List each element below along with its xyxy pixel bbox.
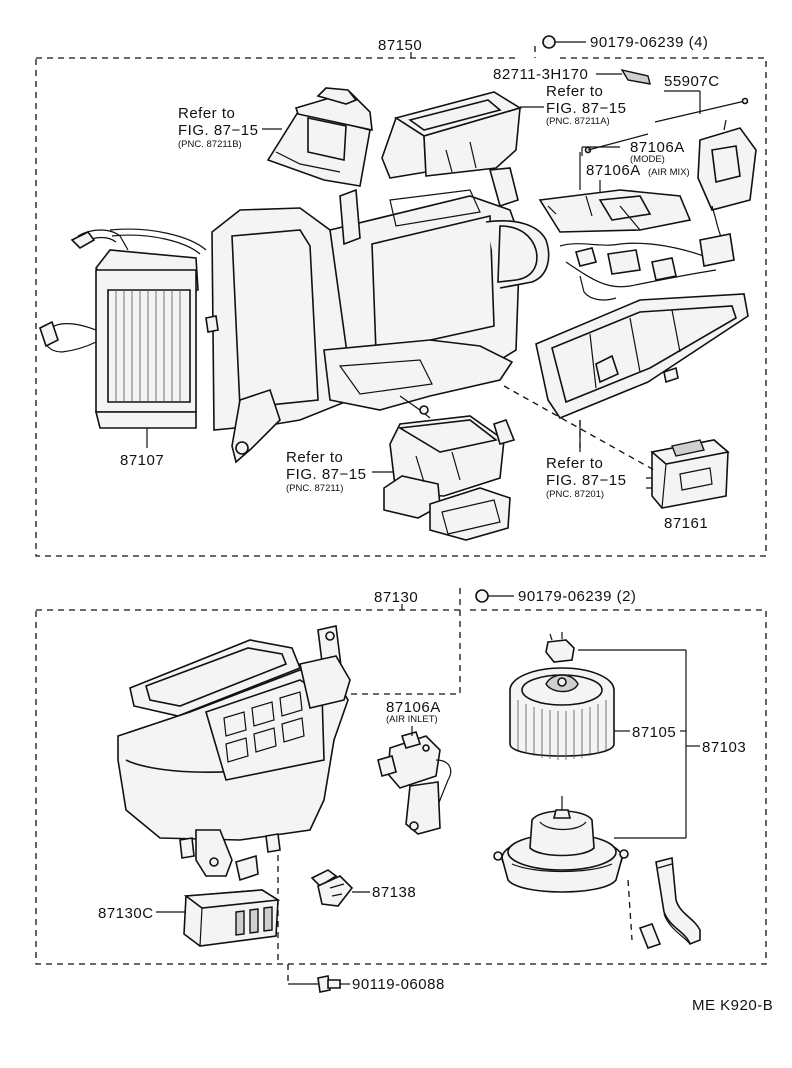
clip-mid bbox=[475, 589, 514, 603]
upper-frame bbox=[35, 46, 767, 557]
label-rod: 55907C bbox=[664, 73, 720, 90]
blower-fan bbox=[509, 667, 615, 760]
blower-motor bbox=[493, 796, 633, 941]
svg-text:(PNC. 87211): (PNC. 87211) bbox=[286, 483, 343, 494]
duct-87211 bbox=[383, 415, 516, 541]
svg-text:Refer to: Refer to bbox=[546, 455, 603, 472]
servo-cluster bbox=[538, 119, 757, 301]
label-servo-mode-sub: (MODE) bbox=[630, 154, 665, 165]
label-87130c: 87130C bbox=[98, 905, 154, 922]
label-bolt: 90119-06088 bbox=[352, 976, 445, 993]
label-clip-top: 90179-06239 (4) bbox=[590, 34, 708, 51]
bolt bbox=[288, 975, 350, 993]
label-servo-inlet: 87106A bbox=[386, 699, 441, 716]
svg-text:FIG. 87−15: FIG. 87−15 bbox=[178, 122, 258, 139]
svg-text:FIG. 87−15: FIG. 87−15 bbox=[546, 472, 626, 489]
label-heater-core: 87107 bbox=[120, 452, 164, 469]
duct-87201 bbox=[535, 293, 749, 450]
label-87130: 87130 bbox=[374, 589, 418, 606]
clip-top bbox=[542, 35, 586, 49]
svg-text:(PNC. 87211A): (PNC. 87211A) bbox=[546, 116, 610, 127]
svg-text:(PNC. 87211B): (PNC. 87211B) bbox=[178, 139, 242, 150]
diagram-code: ME K920-B bbox=[692, 997, 773, 1014]
ref-87211b: Refer to FIG. 87−15 (PNC. 87211B) bbox=[178, 105, 258, 150]
label-clamp: 82711-3H170 bbox=[493, 66, 588, 83]
svg-text:(PNC. 87201): (PNC. 87201) bbox=[546, 489, 604, 500]
label-servo-inlet-sub: (AIR INLET) bbox=[386, 714, 438, 725]
heater-core bbox=[39, 228, 207, 448]
cooling-hose bbox=[638, 856, 701, 949]
label-clip-mid: 90179-06239 (2) bbox=[518, 588, 636, 605]
svg-text:Refer to: Refer to bbox=[546, 83, 603, 100]
motor-bracket bbox=[545, 632, 700, 839]
label-87138: 87138 bbox=[372, 884, 416, 901]
duct-87211a bbox=[381, 91, 522, 179]
amplifier bbox=[503, 385, 730, 509]
label-servo-mode: 87106A bbox=[630, 139, 685, 156]
duct-87211b bbox=[266, 87, 373, 187]
servo-air-inlet bbox=[377, 726, 452, 835]
rod-part bbox=[654, 100, 746, 123]
svg-text:Refer to: Refer to bbox=[178, 105, 235, 122]
label-87103: 87103 bbox=[702, 739, 746, 756]
svg-text:FIG. 87−15: FIG. 87−15 bbox=[286, 466, 366, 483]
ref-87201: Refer to FIG. 87−15 (PNC. 87201) bbox=[546, 455, 626, 500]
blower-case bbox=[117, 625, 351, 964]
label-87105: 87105 bbox=[632, 724, 676, 741]
label-servo-airmix-sub: (AIR MIX) bbox=[648, 167, 690, 178]
ref-87211a: Refer to FIG. 87−15 (PNC. 87211A) bbox=[546, 83, 626, 127]
svg-text:Refer to: Refer to bbox=[286, 449, 343, 466]
lower-frame bbox=[35, 588, 767, 984]
ref-87211: Refer to FIG. 87−15 (PNC. 87211) bbox=[286, 449, 366, 494]
heater-case bbox=[205, 167, 550, 464]
blower-case-part bbox=[183, 889, 281, 947]
resistor bbox=[310, 869, 370, 907]
label-87150: 87150 bbox=[378, 37, 422, 54]
svg-text:FIG. 87−15: FIG. 87−15 bbox=[546, 100, 626, 117]
clamp-part bbox=[620, 68, 651, 85]
label-servo-airmix: 87106A bbox=[586, 162, 641, 179]
label-amplifier: 87161 bbox=[664, 515, 708, 532]
